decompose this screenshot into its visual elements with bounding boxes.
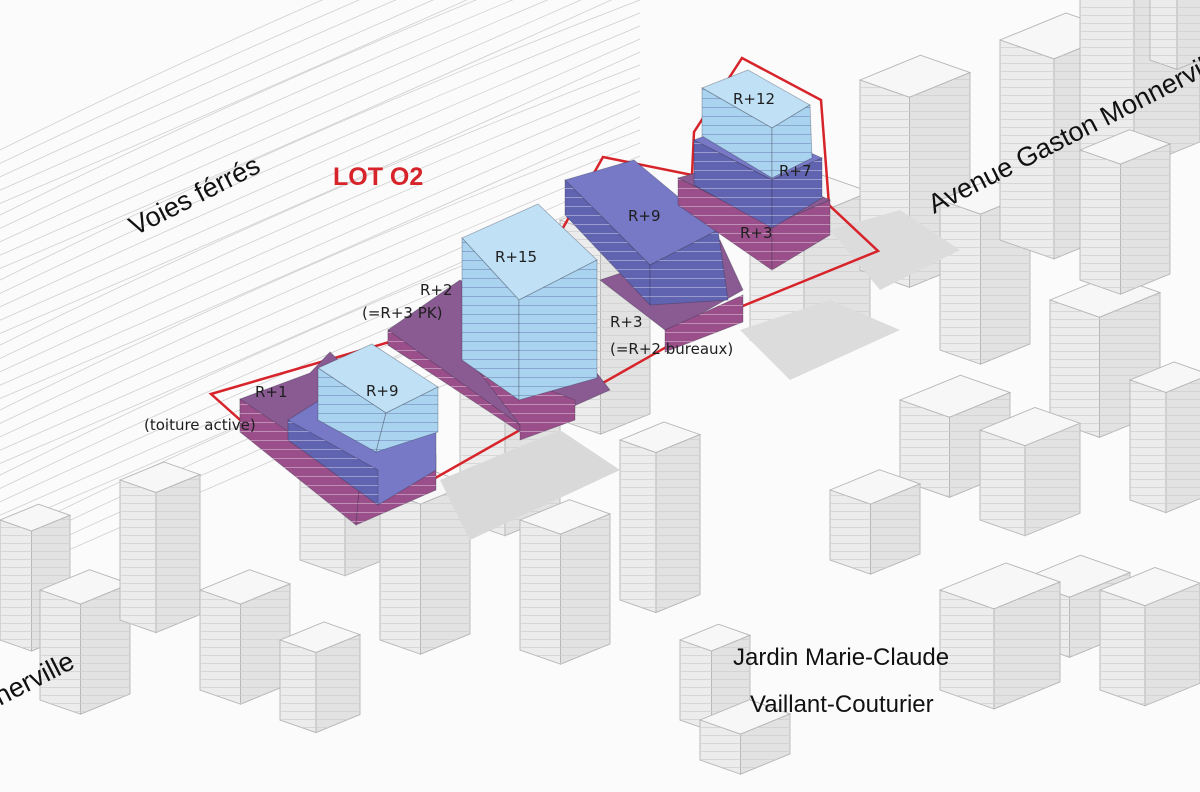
b2-podium-note: (=R+3 PK) (362, 304, 442, 322)
building-shadows (440, 210, 960, 540)
rail-line (0, 77, 641, 359)
context-building (1128, 361, 1200, 514)
garden-label-line1: Jardin Marie-Claude (733, 644, 949, 671)
b4-mid-label: R+7 (779, 162, 812, 180)
b2-podium-label: R+2 (420, 281, 453, 299)
context-building (698, 699, 792, 775)
rail-line (0, 64, 641, 346)
rail-line (0, 0, 477, 216)
context-building (1149, 0, 1200, 71)
context-building (378, 469, 472, 655)
lot-title: LOT O2 (333, 163, 423, 191)
rail-line (0, 0, 433, 191)
context-building (618, 421, 702, 614)
rail-line (0, 0, 514, 229)
context-building (938, 562, 1062, 710)
b1-podium-note: (toiture active) (144, 416, 256, 434)
rail-line (0, 12, 641, 294)
b4-tower-label: R+12 (733, 90, 775, 108)
b3-tower-label: R+9 (628, 207, 661, 225)
context-building (1098, 567, 1200, 707)
building-1 (239, 343, 439, 526)
rail-line (0, 0, 324, 151)
rail-line (0, 0, 613, 269)
context-building (278, 621, 362, 734)
context-building (978, 407, 1082, 537)
b3-podium-label: R+3 (610, 313, 643, 331)
b4-podium-label: R+3 (740, 224, 773, 242)
context-building (1078, 129, 1172, 295)
rail-line (0, 25, 641, 308)
building-4 (676, 69, 831, 271)
rail-line (0, 129, 641, 411)
context-building (518, 499, 612, 665)
rail-line (0, 116, 641, 399)
building-3 (564, 159, 744, 353)
rail-line (0, 0, 549, 243)
rail-line (0, 51, 641, 334)
rail-line (0, 155, 641, 438)
rail-line (0, 142, 641, 424)
context-building (38, 569, 132, 715)
context-building (118, 461, 202, 634)
rail-line (0, 90, 641, 373)
context-building (828, 469, 922, 575)
context-building (198, 569, 292, 705)
context-building (898, 374, 1012, 498)
garden-label-line2: Vaillant-Couturier (750, 691, 934, 718)
building-2 (387, 203, 611, 441)
rail-line (0, 0, 397, 178)
rail-line (0, 0, 641, 281)
rail-line (0, 0, 360, 164)
b3-podium-note: (=R+2 bureaux) (610, 340, 733, 358)
b1-podium-label: R+1 (255, 383, 288, 401)
rail-tracks-label: Voies férrés (124, 150, 265, 241)
b2-tower-label: R+15 (495, 248, 537, 266)
context-building (1079, 0, 1200, 170)
rail-line (0, 0, 468, 204)
b1-tower-label: R+9 (366, 382, 399, 400)
